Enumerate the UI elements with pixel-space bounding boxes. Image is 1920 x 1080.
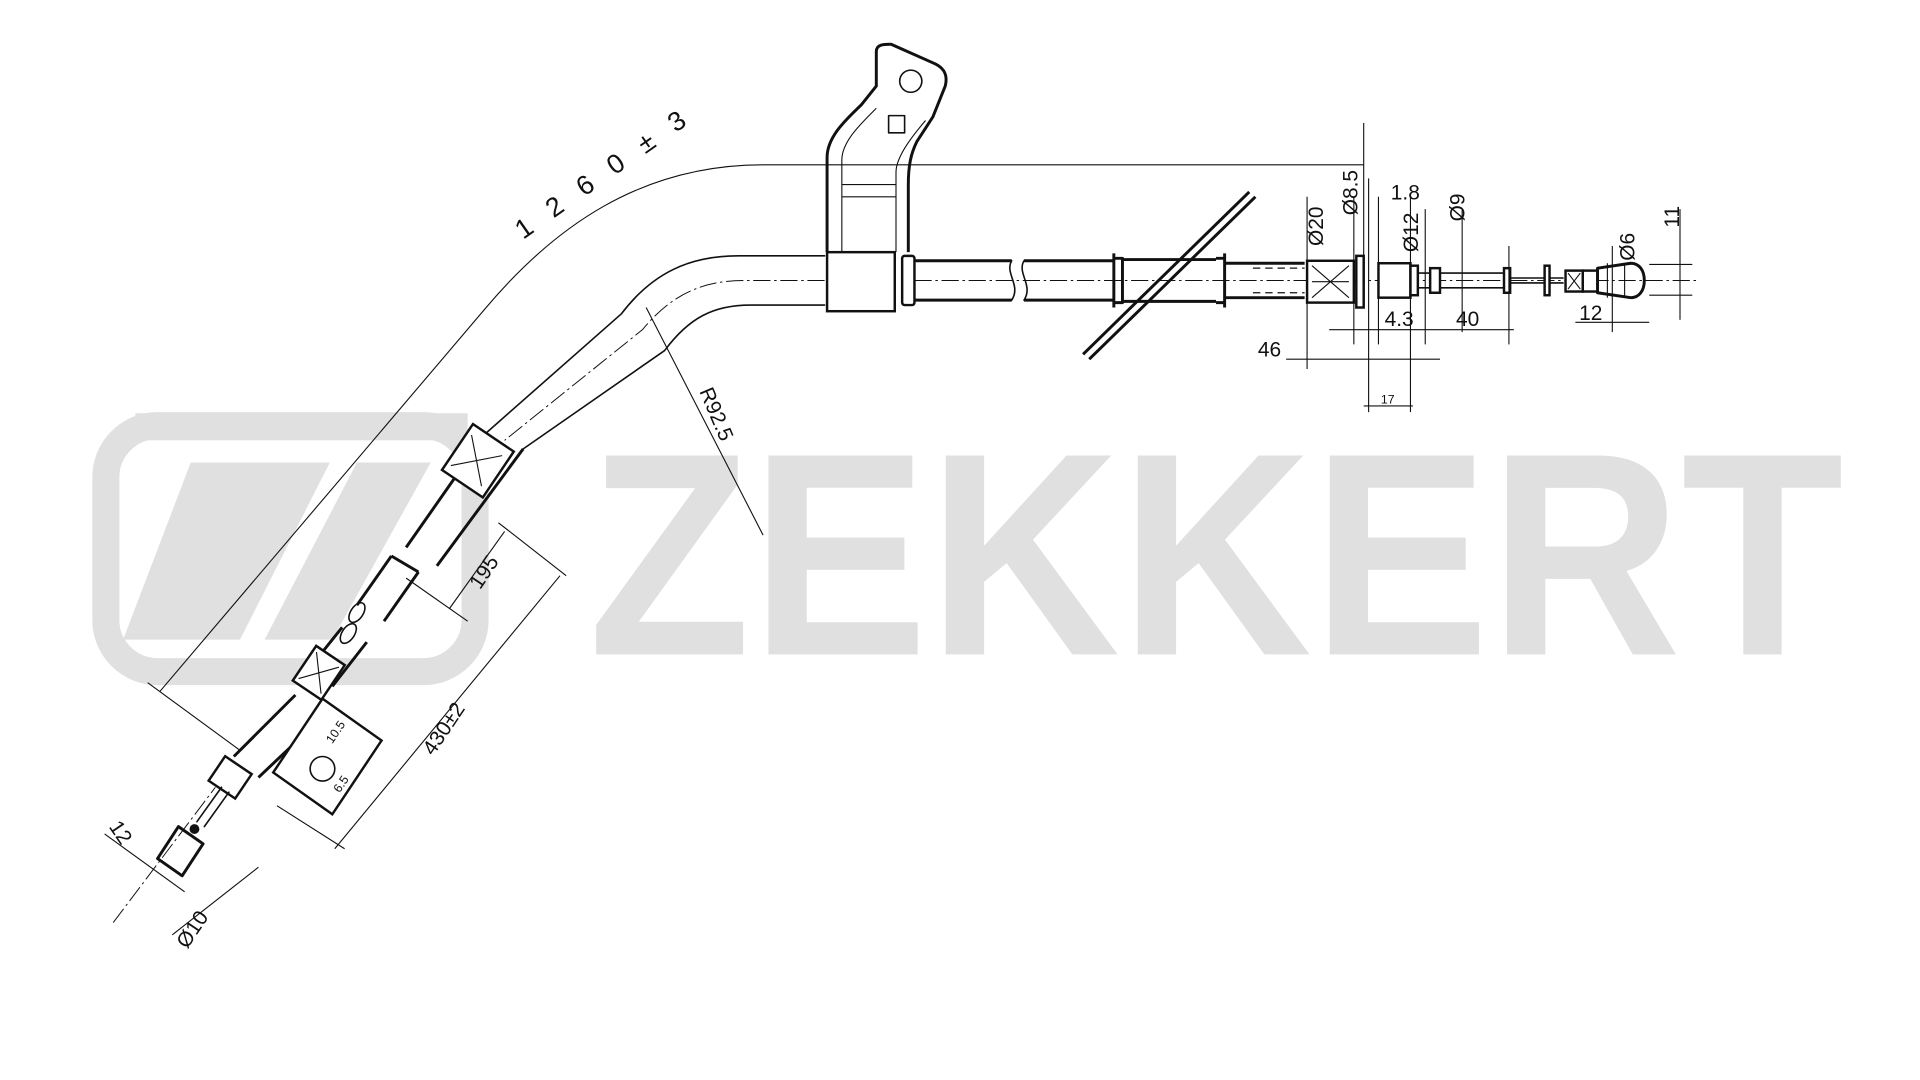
brand-watermark-text: ZEKKERT: [588, 393, 1843, 716]
threaded-end-fitting: [112, 754, 254, 923]
dim-rod-length: 40: [1456, 308, 1479, 331]
end-ferrule: [1305, 254, 1420, 309]
dim-left-end-length: 12: [104, 817, 136, 849]
grommet: [1112, 253, 1227, 308]
dim-clevis-height: 11: [1661, 206, 1684, 228]
conduit-upper-edge: [485, 255, 826, 434]
body-panel-section: [1082, 190, 1257, 361]
dim-cable-diameter: Ø9: [1447, 194, 1470, 222]
conduit-lower-edge: [522, 304, 826, 450]
dim-washer-diameter: Ø8.5: [1340, 170, 1363, 215]
dim-left-end-diameter: Ø10: [172, 907, 213, 953]
dim-ferrule-length: 46: [1258, 339, 1281, 362]
dim-collar-diameter: Ø12: [1400, 213, 1423, 253]
dim-offset: 17: [1381, 392, 1395, 406]
dim-clevis-length: 12: [1579, 302, 1602, 325]
dim-washer-thickness: 1.8: [1391, 181, 1420, 204]
clevis-end: [1564, 261, 1646, 300]
mounting-bracket-bottom: 10.5 6.5: [271, 696, 384, 817]
dim-collar-gap: 4.3: [1385, 308, 1414, 331]
dim-ferrule-diameter: Ø20: [1305, 206, 1328, 246]
dim-clevis-pin-diameter: Ø6: [1616, 233, 1639, 261]
cable-assembly: 10.5 6.5: [112, 42, 1699, 923]
mounting-bracket-top: [825, 42, 948, 313]
dim-overall-length: 1 2 6 0 ± 3: [509, 100, 697, 244]
dim-end-length: 430±2: [418, 698, 470, 759]
zekkert-logo-mark: [92, 412, 489, 686]
zekkert-watermark: ZEKKERT: [92, 393, 1844, 716]
